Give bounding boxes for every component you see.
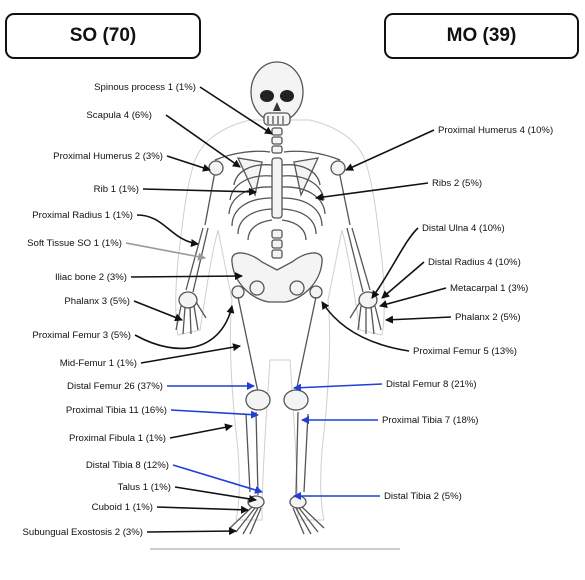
- foot-right: [289, 495, 325, 535]
- arrow-proximal-humerus-so: [166, 155, 211, 172]
- mo-header-text: MO (39): [446, 25, 517, 46]
- arrow-proximal-femur-so: [134, 305, 235, 350]
- eye-socket-left: [260, 90, 274, 102]
- arrow-scapula: [165, 114, 241, 168]
- label-subungual-exostosis: Subungual Exostosis 2 (3%): [22, 527, 143, 538]
- arrow-distal-tibia-so: [172, 464, 263, 494]
- arrow-subungual-exostosis: [146, 527, 237, 536]
- arrow-proximal-radius: [136, 214, 199, 247]
- label-distal-tibia-so: Distal Tibia 8 (12%): [86, 460, 169, 471]
- arrow-talus: [174, 486, 257, 503]
- arrow-soft-tissue: [125, 242, 206, 261]
- label-proximal-tibia-so: Proximal Tibia 11 (16%): [66, 405, 167, 416]
- foot-left: [229, 495, 265, 535]
- label-distal-tibia-mo: Distal Tibia 2 (5%): [384, 491, 462, 502]
- scapula-right: [293, 157, 320, 198]
- clavicle-right: [283, 150, 341, 161]
- left-labels: Spinous process 1 (1%) Scapula 4 (6%) Pr…: [22, 82, 196, 538]
- femur-left: [237, 296, 259, 393]
- arrow-phalanx-mo: [385, 315, 452, 324]
- label-proximal-humerus-mo: Proximal Humerus 4 (10%): [438, 125, 553, 136]
- label-proximal-fibula: Proximal Fibula 1 (1%): [69, 433, 166, 444]
- label-metacarpal: Metacarpal 1 (3%): [450, 283, 528, 294]
- arrow-iliac-bone: [130, 272, 243, 281]
- fibula-right: [303, 413, 309, 493]
- arrow-metacarpal: [379, 287, 447, 309]
- label-soft-tissue: Soft Tissue SO 1 (1%): [27, 238, 122, 249]
- arrow-phalanx-so: [133, 300, 183, 322]
- spine: [271, 127, 283, 259]
- arrow-cuboid: [156, 505, 249, 514]
- tibia-right: [295, 411, 299, 496]
- arrow-distal-ulna: [371, 227, 419, 299]
- label-distal-radius: Distal Radius 4 (10%): [428, 257, 521, 268]
- arrow-proximal-fibula: [169, 423, 233, 439]
- hand-left: [175, 291, 207, 335]
- label-scapula: Scapula 4 (6%): [86, 110, 152, 121]
- sternum: [271, 157, 283, 219]
- clavicle-left: [214, 150, 271, 161]
- label-phalanx-so: Phalanx 3 (5%): [64, 296, 130, 307]
- label-distal-femur-mo: Distal Femur 8 (21%): [386, 379, 477, 390]
- radius-left: [185, 227, 204, 291]
- so-header-box: SO (70): [5, 13, 201, 59]
- arrow-proximal-humerus-mo: [345, 129, 435, 171]
- femur-right: [295, 296, 317, 393]
- label-proximal-radius: Proximal Radius 1 (1%): [32, 210, 133, 221]
- rib-cage: [228, 164, 326, 241]
- label-proximal-femur-mo: Proximal Femur 5 (13%): [413, 346, 517, 357]
- arrows: [125, 86, 452, 536]
- ulna-right: [346, 227, 364, 293]
- label-cuboid: Cuboid 1 (1%): [92, 502, 153, 513]
- humerus-left: [204, 165, 217, 226]
- so-header-text: SO (70): [69, 25, 137, 46]
- label-distal-femur-so: Distal Femur 26 (37%): [67, 381, 163, 392]
- arrow-spinous-process: [199, 86, 273, 135]
- knee-left: [245, 389, 271, 411]
- label-proximal-tibia-mo: Proximal Tibia 7 (18%): [382, 415, 479, 426]
- arrow-distal-radius: [381, 261, 425, 299]
- nose-cavity: [273, 102, 281, 111]
- arrow-mid-femur: [140, 343, 241, 364]
- arrow-distal-femur-mo: [293, 383, 383, 392]
- mo-header-box: MO (39): [384, 13, 579, 59]
- arrow-ribs-mo: [315, 182, 429, 202]
- arrow-proximal-tibia-so: [170, 409, 259, 419]
- eye-socket-right: [280, 90, 294, 102]
- tibia-left: [255, 411, 259, 496]
- label-proximal-femur-so: Proximal Femur 3 (5%): [32, 330, 131, 341]
- pelvis: [231, 252, 323, 303]
- label-phalanx-mo: Phalanx 2 (5%): [455, 312, 521, 323]
- label-spinous-process: Spinous process 1 (1%): [94, 82, 196, 93]
- knee-right: [283, 389, 309, 411]
- humerus-right: [337, 165, 351, 226]
- label-mid-femur: Mid-Femur 1 (1%): [60, 358, 137, 369]
- fibula-left: [245, 413, 251, 493]
- label-rib: Rib 1 (1%): [94, 184, 139, 195]
- scapula-left: [236, 157, 263, 198]
- arrow-rib: [142, 187, 257, 196]
- arrow-proximal-femur-mo: [321, 301, 410, 352]
- radius-right: [351, 227, 371, 291]
- label-iliac-bone: Iliac bone 2 (3%): [55, 272, 127, 283]
- label-talus: Talus 1 (1%): [118, 482, 171, 493]
- label-proximal-humerus-so: Proximal Humerus 2 (3%): [53, 151, 163, 162]
- skeleton-figure: [150, 61, 400, 550]
- label-ribs-mo: Ribs 2 (5%): [432, 178, 482, 189]
- label-distal-ulna: Distal Ulna 4 (10%): [422, 223, 505, 234]
- right-labels: Proximal Humerus 4 (10%) Ribs 2 (5%) Dis…: [382, 125, 553, 502]
